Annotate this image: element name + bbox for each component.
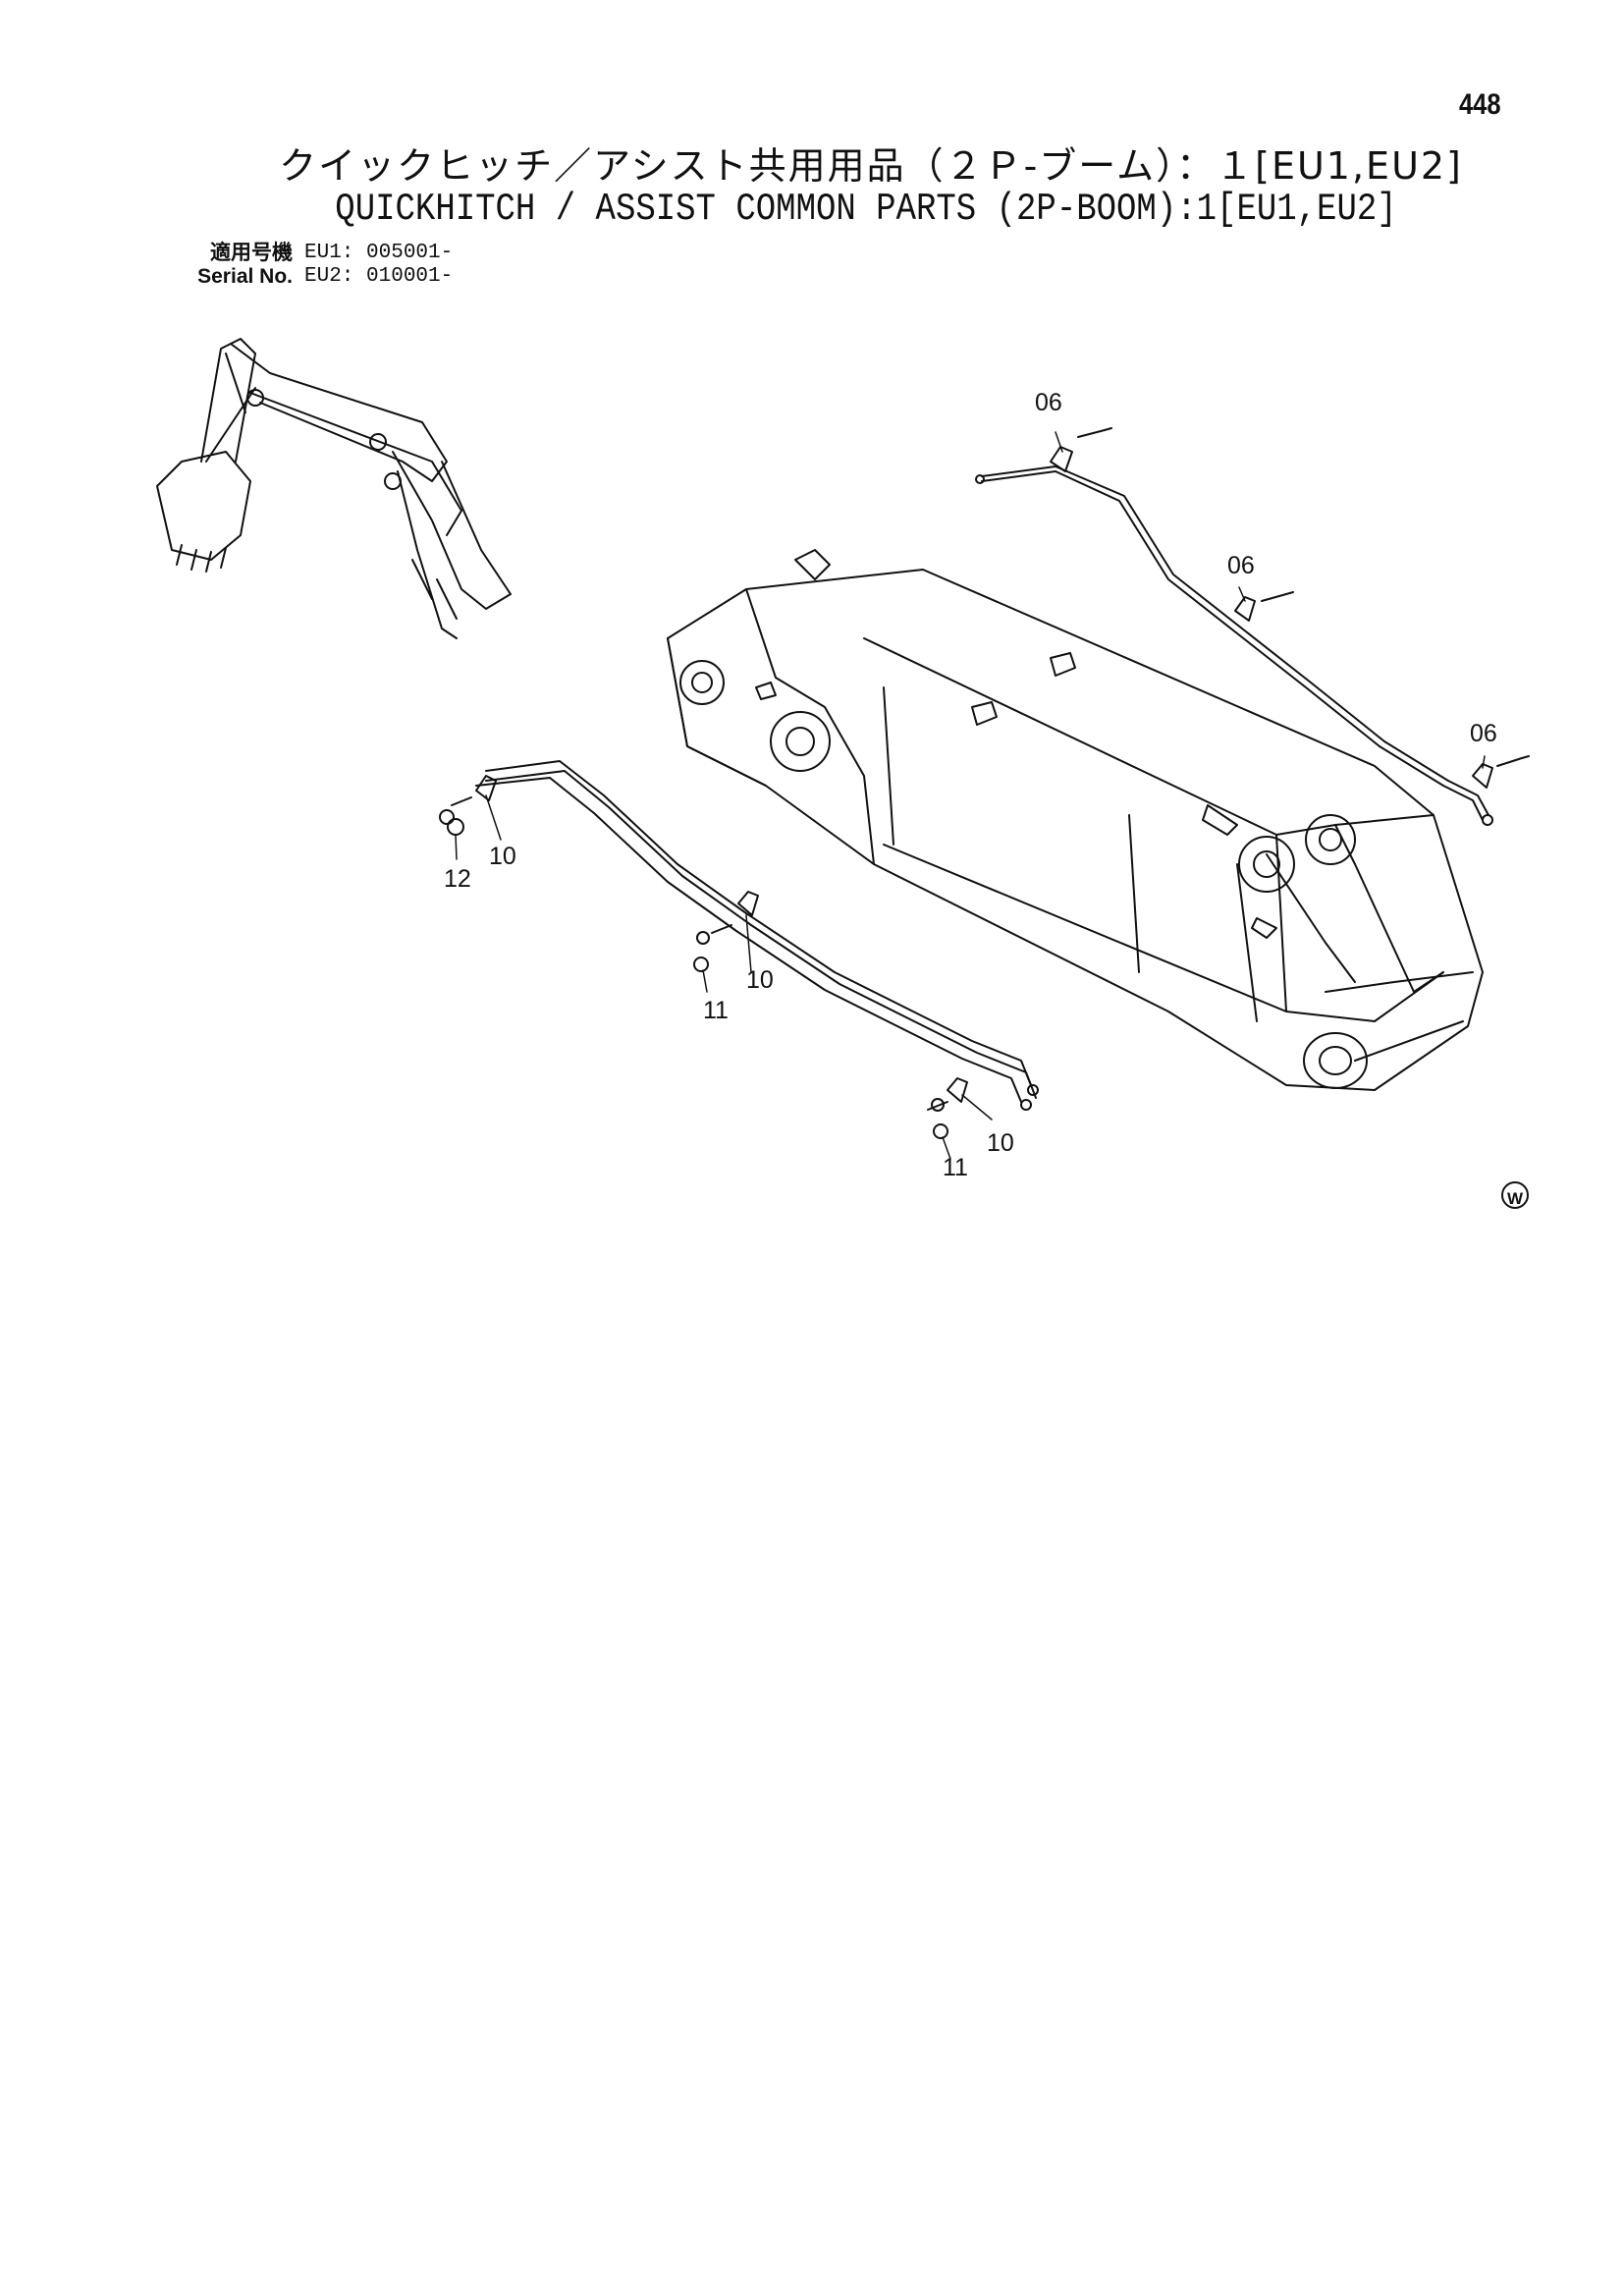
serial-value: EU1: 005001- — [304, 242, 454, 264]
page-title-english: QUICKHITCH / ASSIST COMMON PARTS (2P-BOO… — [335, 189, 1397, 232]
callout-10: 10 — [987, 1129, 1014, 1157]
serial-label: 適用号機 — [210, 242, 293, 264]
callout-10: 10 — [746, 966, 774, 994]
page-title-japanese: クイックヒッチ／アシスト共用用品（２Ｐ-ブーム）：１[EU1,EU2] — [279, 144, 1463, 188]
callout-12: 12 — [444, 865, 471, 893]
callout-06: 06 — [1470, 720, 1497, 747]
lower-pipe — [451, 760, 1039, 1111]
serial-row: Serial No. EU2: 010001- — [152, 265, 453, 289]
w-symbol-circle — [1501, 1181, 1529, 1209]
page-number: 448 — [1459, 88, 1501, 121]
bolt-markers — [439, 427, 1530, 1139]
w-symbol: W — [1507, 1189, 1524, 1208]
leader-lines — [455, 431, 1486, 1160]
upper-pipe — [975, 429, 1523, 826]
callout-11: 11 — [703, 997, 729, 1024]
callout-10: 10 — [489, 843, 516, 870]
callout-06: 06 — [1035, 389, 1062, 416]
excavator-thumbnail — [156, 338, 512, 639]
serial-info: 適用号機 EU1: 005001- Serial No. EU2: 010001… — [152, 242, 453, 289]
callout-06: 06 — [1227, 552, 1255, 579]
serial-row: 適用号機 EU1: 005001- — [152, 242, 453, 265]
serial-label: Serial No. — [197, 265, 293, 288]
boom — [667, 549, 1484, 1091]
callout-11: 11 — [943, 1154, 968, 1181]
serial-value: EU2: 010001- — [304, 265, 454, 288]
